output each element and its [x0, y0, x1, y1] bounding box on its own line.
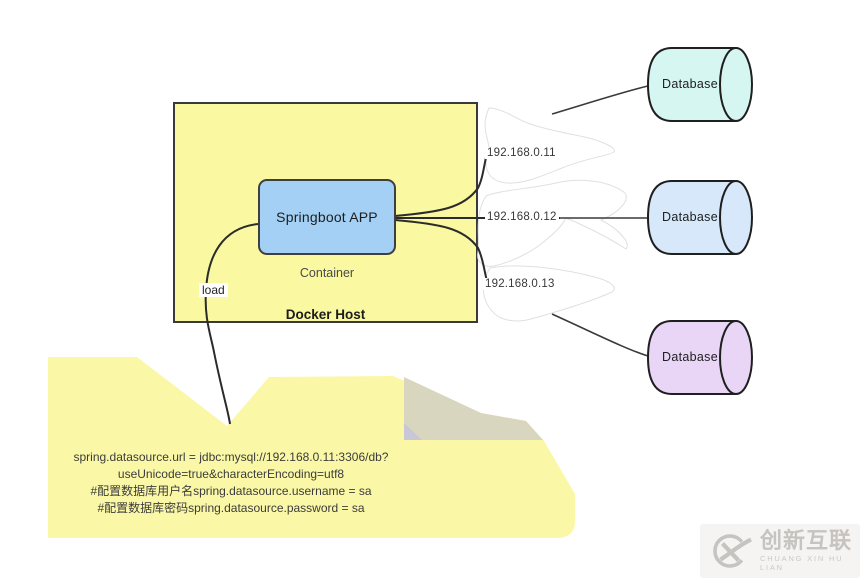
load-label: load [199, 283, 228, 297]
fan-line-ip1 [394, 152, 488, 217]
ip-label-3: 192.168.0.13 [483, 278, 557, 290]
database-cylinder-1-cap [719, 47, 737, 122]
database-cylinder-2-cap [719, 180, 737, 255]
database-label-3: Database [662, 350, 718, 364]
note-bubble-shade-corner [404, 423, 422, 440]
note-bubble-shade [404, 377, 543, 440]
watermark-logo: 创新互联 CHUANG XIN HU LIAN [700, 524, 860, 578]
note-line-4: #配置数据库密码spring.datasource.password = sa [97, 501, 365, 515]
note-config-text: spring.datasource.url = jdbc:mysql://192… [50, 449, 412, 517]
database-cylinder-3 [646, 320, 753, 395]
db-connector-lines [551, 85, 649, 357]
cloud-blob-middle [477, 179, 628, 267]
cloud-blob-bottom [482, 265, 615, 322]
fan-line-ip3 [394, 219, 488, 282]
docker-host-label: Docker Host [285, 307, 366, 322]
database-cylinder-3-cap [719, 320, 737, 395]
springboot-app-label: Springboot APP [276, 209, 378, 225]
cx-logo-icon [713, 534, 752, 568]
ip-label-1: 192.168.0.11 [485, 147, 558, 159]
database-label-2: Database [662, 210, 718, 224]
watermark-text: 创新互联 CHUANG XIN HU LIAN [760, 528, 860, 573]
ip-label-2: 192.168.0.12 [485, 211, 559, 223]
springboot-app-box [258, 179, 396, 255]
container-label: Container [299, 266, 355, 280]
cloud-blob-top [484, 107, 616, 184]
watermark-title: 创新互联 [760, 528, 853, 553]
db1-connector [551, 85, 649, 115]
note-line-1: spring.datasource.url = jdbc:mysql://192… [73, 450, 389, 464]
database-cylinder-2 [646, 180, 753, 255]
note-line-3: #配置数据库用户名spring.datasource.username = sa [90, 484, 372, 498]
load-curve [204, 223, 259, 425]
database-label-1: Database [662, 77, 718, 91]
note-line-2: useUnicode=true&characterEncoding=utf8 [117, 467, 345, 481]
database-cylinders [646, 47, 753, 395]
db3-connector [551, 313, 649, 357]
watermark-subtitle: CHUANG XIN HU LIAN [760, 554, 844, 572]
database-cylinder-1 [646, 47, 753, 122]
